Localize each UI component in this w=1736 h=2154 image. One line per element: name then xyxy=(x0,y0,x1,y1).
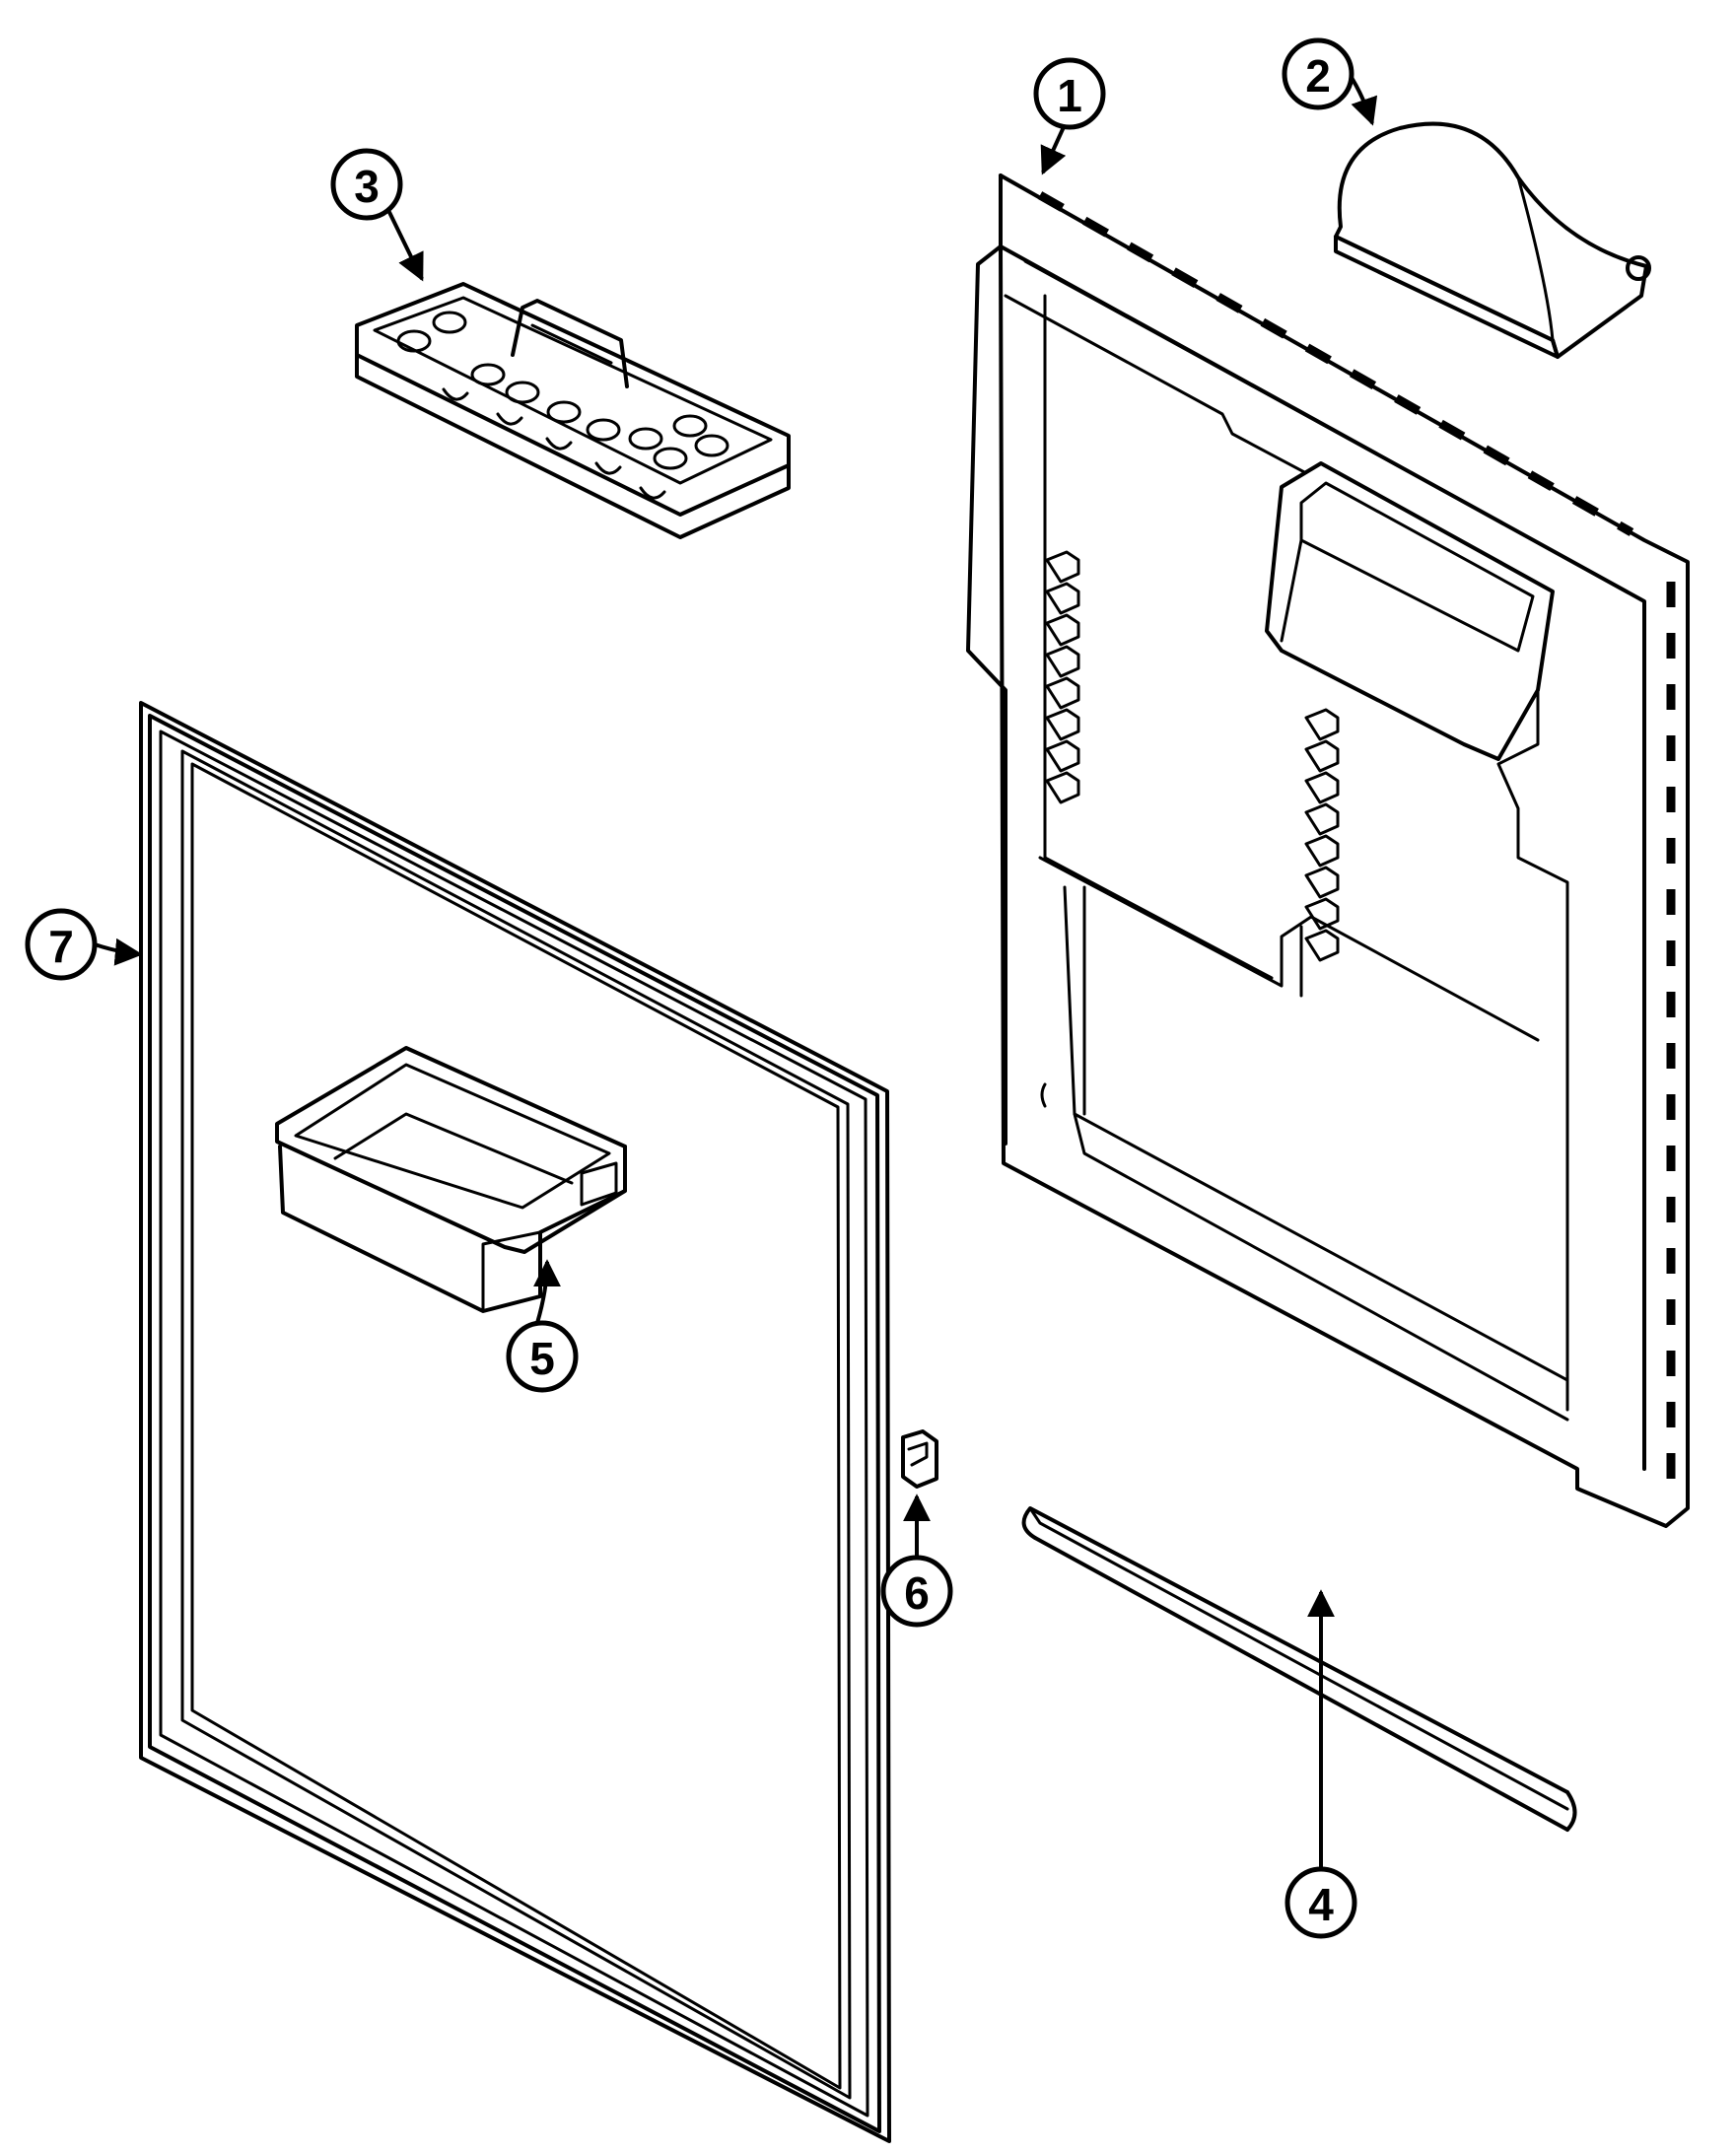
callout-label: 1 xyxy=(1057,70,1082,121)
callout-label: 6 xyxy=(904,1567,930,1619)
callout-label: 7 xyxy=(48,921,74,972)
door-gasket-icon xyxy=(139,701,891,2143)
callout-label: 3 xyxy=(354,161,380,212)
callout-4: 4 xyxy=(1285,1866,1357,1939)
shelf-clip-icon xyxy=(901,1429,938,1489)
callout-5: 5 xyxy=(506,1320,579,1393)
callout-3: 3 xyxy=(330,148,403,221)
egg-tray-icon xyxy=(355,282,791,539)
callout-6: 6 xyxy=(880,1555,953,1628)
callout-label: 4 xyxy=(1308,1879,1334,1930)
callout-2: 2 xyxy=(1282,37,1354,110)
callout-1: 1 xyxy=(1033,57,1106,130)
dairy-door-icon xyxy=(1334,121,1651,359)
door-shelf-bin-icon xyxy=(275,1046,627,1313)
callout-7: 7 xyxy=(25,908,98,981)
breaker-strip-icon xyxy=(1021,1506,1577,1832)
callout-label: 5 xyxy=(529,1333,555,1384)
door-liner-icon xyxy=(966,174,1690,1528)
callout-label: 2 xyxy=(1305,50,1331,102)
